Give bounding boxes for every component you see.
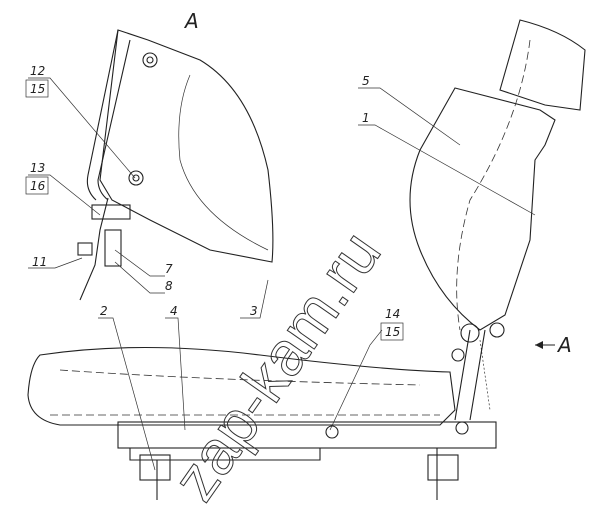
view-label-a-arrow: A — [556, 333, 572, 357]
callout-3: 3 — [250, 304, 258, 318]
callout-11: 11 — [32, 255, 47, 269]
callout-14: 14 — [385, 307, 400, 321]
callout-4: 4 — [170, 304, 178, 318]
callout-15b: 15 — [385, 325, 400, 339]
callout-13: 13 — [30, 161, 45, 175]
callout-15: 15 — [30, 82, 45, 96]
view-label-a-top: A — [183, 9, 199, 33]
callout-12: 12 — [30, 64, 45, 78]
callout-5: 5 — [362, 74, 370, 88]
callout-1: 1 — [362, 111, 370, 125]
callout-16: 16 — [30, 179, 46, 193]
arrowhead-icon — [535, 341, 543, 349]
callout-7: 7 — [165, 262, 173, 276]
seat-side-view — [27, 19, 586, 500]
callout-2: 2 — [100, 304, 108, 318]
callout-8: 8 — [165, 279, 173, 293]
view-a-backrest — [77, 29, 274, 301]
leader-lines — [28, 77, 536, 471]
